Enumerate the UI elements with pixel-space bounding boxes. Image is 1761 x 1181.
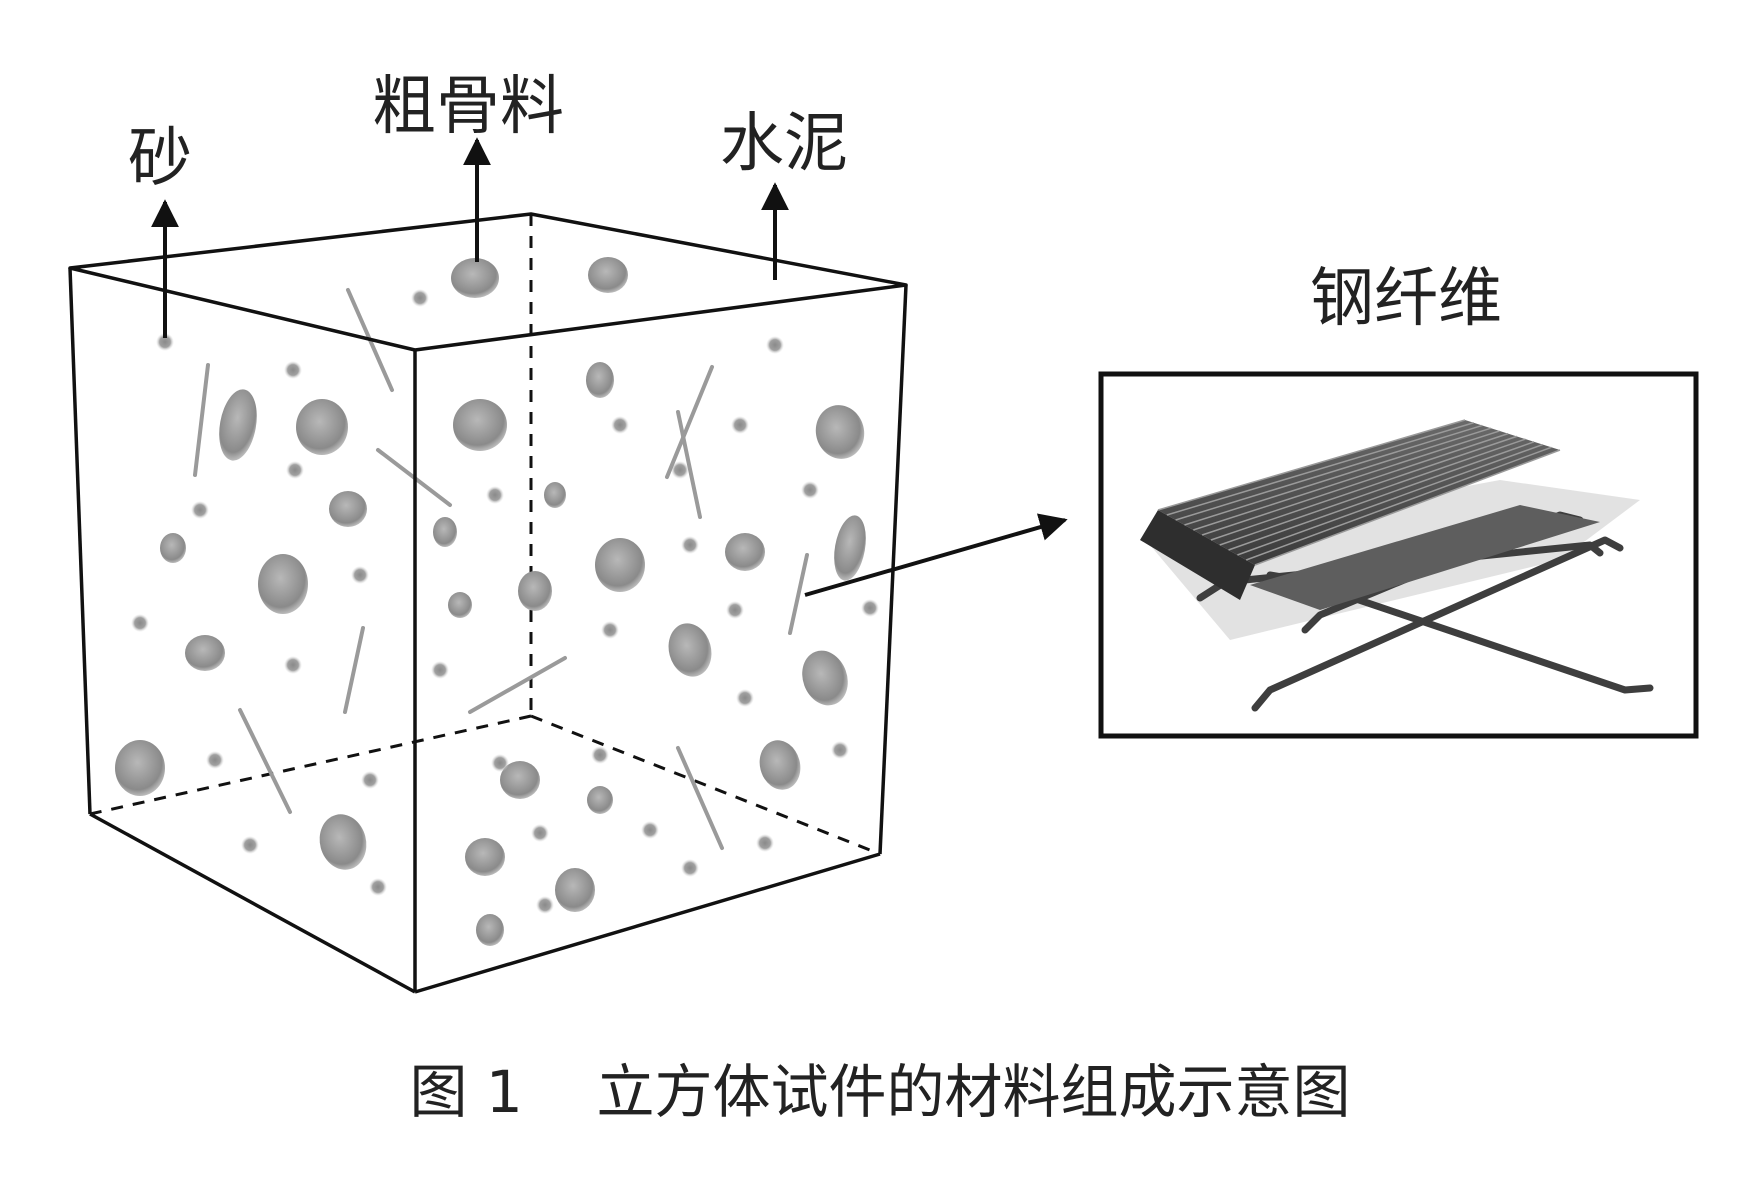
sand-particle [681,859,699,877]
sand-particle [531,824,549,842]
steel-fiber-segments [193,288,809,850]
aggregate-particle [588,257,628,293]
sand-particle [286,461,304,479]
aggregate-particle [296,399,348,455]
sand-particle [131,614,149,632]
fiber-strand-line [1193,430,1500,531]
fiber-strand-line [1254,449,1561,566]
fiber-segment [193,363,210,477]
aggregate-particle [433,517,457,547]
sand-particle [611,416,629,434]
fiber-segment [468,656,567,714]
fiber-strand-line [1201,432,1509,536]
sand-particle [284,361,302,379]
cube-visible-edges [68,212,908,994]
sand-particle [241,836,259,854]
label-steel-fiber: 钢纤维 [1310,262,1502,336]
aggregate-particle [595,538,645,592]
cube-hidden-edges [89,214,881,856]
aggregate-particle [476,914,504,946]
fiber-strand-line [1175,424,1483,521]
aggregate-particle [258,554,308,614]
sand-particle [671,461,689,479]
aggregate-particle [587,786,613,814]
sand-particle [731,416,749,434]
aggregate-particle [185,635,225,671]
sand-particle [681,536,699,554]
aggregate-particle [451,258,499,298]
sand-particle [431,661,449,679]
aggregate-particle [448,592,472,618]
aggregate-particle [725,533,765,571]
figure-caption: 图 1 立方体试件的材料组成示意图 [409,1058,1350,1126]
aggregate-particle [329,491,367,527]
sand-particle [726,601,744,619]
sand-particle [591,746,609,764]
label-coarse-aggregate: 粗骨料 [372,70,564,144]
sand-particle [369,878,387,896]
sand-particle [191,501,209,519]
aggregate-particle [518,571,552,611]
aggregate-particle [319,814,367,870]
steel-fiber-inset [1098,371,1699,739]
sand-particle [491,754,509,772]
sand-particle [831,741,849,759]
fiber-strand-line [1157,419,1466,511]
aggregate-particle [759,740,801,790]
sand-particle [641,821,659,839]
aggregate-particle [500,761,540,799]
fiber-strand-line [1166,422,1474,516]
aggregate-particle [834,515,866,581]
label-arrows [151,137,1068,597]
aggregate-particle [115,740,165,796]
fiber-strand-line [1237,443,1543,556]
sand-particle [486,486,504,504]
coarse-aggregate-particles [115,257,866,946]
fiber-segment [238,708,292,814]
sand-particle [284,656,302,674]
aggregate-particle [586,362,614,398]
sand-particle [411,289,429,307]
sand-particle [206,751,224,769]
label-cement: 水泥 [720,107,848,181]
sand-particle [861,599,879,617]
aggregate-particle [668,623,712,677]
aggregate-particle [465,838,505,876]
sand-particle [736,689,754,707]
fiber-segment [676,410,702,519]
fiber-strand-line [1245,446,1552,561]
aggregate-particle [544,482,566,508]
aggregate-particle [219,389,257,461]
sand-particle [351,566,369,584]
sand-particle [156,333,174,351]
fiber-segment [788,553,809,635]
steel-fiber-arrow [804,513,1068,597]
fiber-strand-line [1184,427,1492,526]
sand-particle [756,834,774,852]
fiber-strand-line [1228,441,1535,551]
fiber-segment [343,626,365,714]
sand-particles [131,289,879,914]
sand-particle [361,771,379,789]
label-sand: 砂 [128,122,192,196]
aggregate-particle [815,405,865,459]
sand-particle [601,621,619,639]
aggregate-particle [802,650,848,706]
fiber-strand-line [1219,438,1526,546]
sand-particle [766,336,784,354]
aggregate-particle [555,868,595,912]
sand-particle [536,896,554,914]
sand-particle [801,481,819,499]
fiber-strand-line [1210,435,1518,541]
aggregate-particle [453,399,507,451]
fiber-segment [676,746,724,850]
aggregate-particle [160,533,186,563]
fiber-segment [665,365,714,479]
